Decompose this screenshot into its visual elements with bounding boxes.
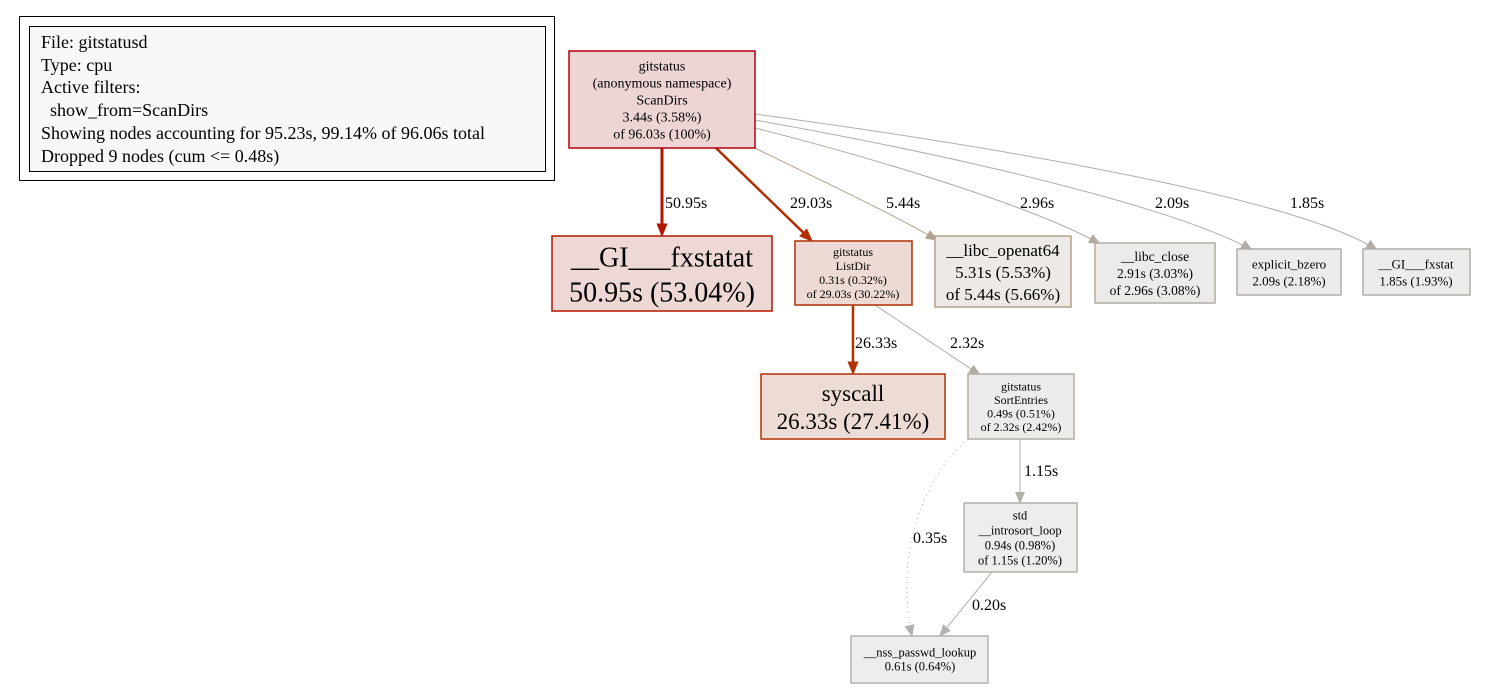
- node-box: [1236, 248, 1342, 296]
- edge-line: [715, 147, 805, 235]
- edge-label: 2.09s: [1155, 195, 1189, 212]
- node-label-line: of 29.03s (30.22%): [807, 287, 900, 301]
- legend-dropped: Dropped 9 nodes (cum <= 0.48s): [41, 145, 280, 166]
- node-label-line: gitstatus: [833, 245, 873, 259]
- node-label-line: 0.94s (0.98%): [985, 539, 1055, 553]
- node-box: [568, 50, 756, 149]
- node-gi_fxstatat[interactable]: __GI___fxstatat 50.95s (53.04%): [551, 235, 773, 312]
- node-label-line: gitstatus: [1001, 379, 1041, 393]
- node-label-line: 50.95s (53.04%): [569, 278, 755, 309]
- edge-line: [754, 119, 1253, 251]
- legend-file: File: gitstatusd: [41, 32, 148, 52]
- node-label-line: of 1.15s (1.20%): [978, 554, 1062, 568]
- legend-filters-heading: Active filters:: [41, 77, 141, 98]
- node-label-line: ScanDirs: [636, 94, 687, 109]
- node-label-line: 0.31s (0.32%): [819, 273, 887, 287]
- edge-scandirs-to-explicit_bzero: 2.09s: [754, 119, 1254, 251]
- edge-line: [754, 127, 1101, 245]
- edge-arrowhead: [799, 228, 813, 242]
- node-label-line: 5.31s (5.53%): [955, 263, 1051, 282]
- node-label-line: __libc_close: [1120, 249, 1189, 264]
- node-label-line: __GI___fxstatat: [570, 243, 753, 274]
- edge-label: 2.96s: [1020, 195, 1054, 212]
- node-box: [1362, 248, 1471, 296]
- node-label-line: 26.33s (27.41%): [777, 409, 930, 434]
- node-libc_close[interactable]: __libc_close 2.91s (3.03%) of 2.96s (3.08%…: [1094, 242, 1216, 304]
- node-label-line: 0.49s (0.51%): [987, 406, 1055, 420]
- node-explicit_bzero[interactable]: explicit_bzero 2.09s (2.18%): [1236, 248, 1342, 296]
- edge-line: [945, 571, 993, 629]
- legend-filter: show_from=ScanDirs: [41, 100, 209, 121]
- legend-showing: Showing nodes accounting for 95.23s, 99.…: [41, 122, 485, 143]
- edge-arrowhead: [656, 223, 668, 238]
- node-gi_fxstat[interactable]: __GI___fxstat 1.85s (1.93%): [1362, 248, 1471, 296]
- node-label-line: __GI___fxstat: [1377, 257, 1453, 272]
- edge-scandirs-to-libc_openat64: 5.44s: [754, 147, 939, 241]
- edge-line: [754, 147, 938, 241]
- edge-label: 29.03s: [790, 195, 832, 212]
- node-box: [963, 502, 1078, 573]
- node-box: [760, 373, 946, 440]
- node-label-line: 2.09s (2.18%): [1252, 274, 1325, 289]
- node-label-line: 1.85s (1.93%): [1379, 274, 1452, 289]
- edge-scandirs-to-libc_close: 2.96s: [754, 127, 1102, 245]
- node-label-line: std: [1013, 509, 1028, 523]
- node-box: [850, 635, 989, 684]
- node-label-line: 3.44s (3.58%): [623, 111, 702, 126]
- node-label-line: gitstatus: [639, 60, 686, 75]
- edge-label: 0.35s: [913, 530, 947, 547]
- node-label-line: of 2.96s (3.08%): [1110, 283, 1201, 298]
- node-scandirs[interactable]: gitstatus (anonymous namespace) ScanDirs 3.…: [568, 50, 756, 149]
- node-label-line: __libc_openat64: [945, 241, 1060, 260]
- node-label-line: of 5.44s (5.66%): [946, 285, 1060, 304]
- legend-type: Type: cpu: [41, 54, 113, 75]
- edge-scandirs-to-gi_fxstatat: 50.95s: [656, 148, 707, 238]
- node-label-line: syscall: [822, 381, 885, 406]
- node-label-line: SortEntries: [994, 393, 1048, 407]
- node-label-line: __nss_passwd_lookup: [863, 646, 977, 660]
- node-label-line: explicit_bzero: [1252, 257, 1326, 272]
- edge-arrowhead: [1015, 492, 1025, 505]
- node-syscall[interactable]: syscall 26.33s (27.41%): [760, 373, 946, 440]
- edge-arrowhead: [847, 361, 859, 376]
- node-box: [794, 240, 913, 306]
- node-libc_openat64[interactable]: __libc_openat64 5.31s (5.53%) of 5.44s (5.…: [934, 235, 1072, 308]
- edge-label: 2.32s: [950, 335, 984, 352]
- edge-sortentries-to-nss_passwd_lookup: 0.35s: [904, 438, 969, 638]
- edge-line: [874, 304, 973, 370]
- edge-arrowhead: [939, 624, 951, 638]
- edge-line: [754, 113, 1378, 251]
- edge-label: 50.95s: [665, 195, 707, 212]
- node-label-line: __introsort_loop: [977, 524, 1061, 538]
- edge-scandirs-to-listdir: 29.03s: [715, 147, 832, 242]
- node-label-line: (anonymous namespace): [593, 77, 732, 92]
- node-label-line: 0.61s (0.64%): [885, 660, 955, 674]
- edge-scandirs-to-gi_fxstat: 1.85s: [754, 113, 1379, 251]
- edge-arrowhead: [925, 230, 939, 241]
- node-box: [934, 235, 1072, 308]
- node-label-line: 2.91s (3.03%): [1117, 266, 1193, 281]
- edge-label: 26.33s: [855, 335, 897, 352]
- node-label-line: of 2.32s (2.42%): [981, 420, 1062, 434]
- node-label-line: of 96.03s (100%): [613, 128, 711, 143]
- edge-listdir-to-syscall: 26.33s: [847, 305, 897, 376]
- edge-label: 5.44s: [886, 195, 920, 212]
- edge-label: 0.20s: [972, 597, 1006, 614]
- edge-sortentries-to-introsort_loop: 1.15s: [1015, 439, 1058, 505]
- edge-label: 1.85s: [1290, 195, 1324, 212]
- edge-arrowhead: [904, 624, 915, 638]
- node-box: [1094, 242, 1216, 304]
- node-box: [551, 235, 773, 312]
- node-label-line: ListDir: [836, 259, 871, 273]
- legend-box: File: gitstatusd Type: cpu Active filter…: [29, 26, 546, 172]
- edge-label: 1.15s: [1024, 463, 1058, 480]
- edge-introsort_loop-to-nss_passwd_lookup: 0.20s: [939, 571, 1006, 638]
- node-box: [967, 373, 1075, 440]
